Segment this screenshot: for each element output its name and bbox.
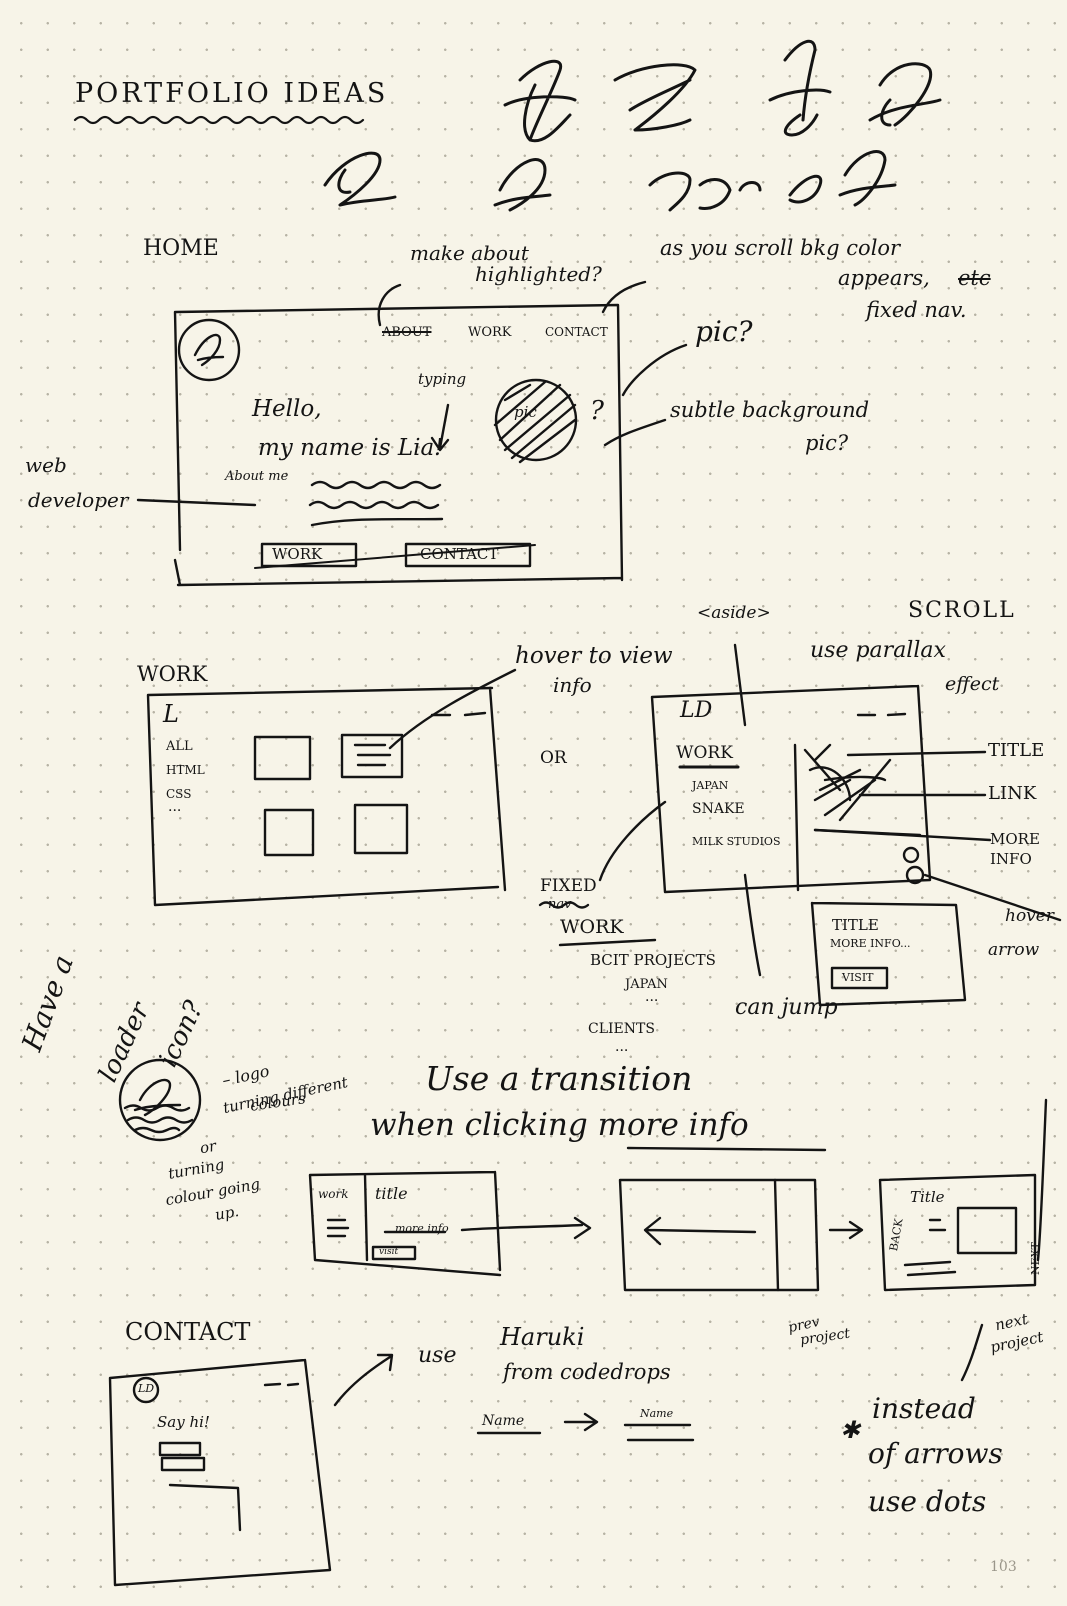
work-wireframe-grid [146,668,517,907]
work-wire2-label: WORK [676,743,733,763]
loader-logo-sketch [118,1058,827,1152]
work-filter-more: ... [168,799,182,815]
page-number: 103 [990,1559,1017,1575]
jump-clients: CLIENTS [588,1021,655,1037]
jump-japan: JAPAN [625,977,668,992]
work-heading: WORK [137,662,208,686]
work-filter-html: HTML [166,763,205,777]
t-wire-work: work [318,1187,349,1201]
note-haruki: Haruki [500,1323,585,1351]
wire-name: my name is Lia! [258,435,444,461]
card-visit: VISIT [842,971,874,984]
t-wire-visit: visit [379,1247,399,1257]
note-or-1: or [198,1136,218,1158]
note-parallax-2: effect [945,673,1000,695]
home-heading: HOME [143,236,219,261]
label-more-info: MORE INFO [990,830,1040,868]
note-hover-1: hover to view [515,643,673,669]
work-wire2-item-milk: MILK STUDIOS [692,835,781,848]
note-about-highlight-2: highlighted? [475,262,602,286]
note-pic: pic? [695,315,753,348]
title-wavy-underline [73,115,365,125]
contact-name-from: Name [482,1413,525,1429]
transition-heading-1: Use a transition [425,1059,693,1098]
note-web-1: web [25,453,67,477]
home-wireframe [136,280,688,587]
work-filter-css: CSS [166,787,192,801]
work-wire-logo: L [163,700,179,728]
note-dots-2: of arrows [868,1437,1003,1470]
label-hover: hover [1005,906,1054,926]
note-use: use [418,1343,457,1368]
work-wire2-logo: LD [680,698,713,723]
work-wire2-item-japan: JAPAN [692,779,729,792]
wire-question: ? [590,396,604,426]
wire-btn-work: WORK [272,545,323,563]
note-scroll-bg-2: appears, [838,266,930,290]
wire-pic-label: pic [514,403,537,421]
note-parallax-1: use parallax [810,638,946,663]
wire-hello: Hello, [252,396,322,422]
note-typing: typing [418,370,467,388]
note-dots-1: instead [872,1392,976,1425]
note-scroll-bg-3: fixed nav. [866,298,967,322]
note-scroll: SCROLL [908,598,1016,623]
card-more-info: MORE INFO... [830,937,911,950]
wire-nav-about: ABOUT [382,325,432,340]
t-wire-more-info: more info [395,1222,449,1235]
note-aside: <aside> [697,603,771,623]
card-title: TITLE [832,916,879,934]
note-star: ✱ [840,1416,861,1444]
note-can-jump: can jump [735,995,838,1020]
note-fixed-nav: nav [548,897,572,912]
logo-sketches [323,39,942,212]
contact-wire-say-hi: Say hi! [157,1413,210,1431]
t-wire-title: title [375,1184,408,1203]
note-subtle-bg-2: pic? [805,431,849,455]
note-scroll-bg-1: as you scroll bkg color [660,236,901,260]
work-filter-all: ALL [166,739,193,754]
jump-bcit: BCIT PROJECTS [590,951,716,969]
transition-heading-2: when clicking more info [370,1107,749,1143]
transition-wireframes [308,1098,1048,1382]
work-wireframe-list [538,643,1062,1007]
note-dots-3: use dots [868,1485,987,1518]
wire-nav-contact: CONTACT [545,325,608,339]
note-web-2: developer [28,488,129,512]
contact-wire-logo: LD [138,1382,155,1395]
note-about-highlight-1: make about [410,241,529,265]
note-scroll-bg-etc: etc [958,266,991,290]
contact-name-to: Name [640,1407,674,1420]
note-codedrops: from codedrops [503,1360,671,1384]
wire-btn-contact: CONTACT [420,545,499,563]
work-wire2-item-snake: SNAKE [692,801,745,817]
t-wire-title-3: Title [910,1188,945,1206]
note-fixed-work: WORK [560,916,624,938]
jump-dots-1: ... [645,989,659,1005]
note-hover-2: info [553,673,592,697]
note-subtle-bg-1: subtle background [670,398,870,422]
jump-dots-2: ... [615,1039,629,1055]
page-title: PORTFOLIO IDEAS [75,78,389,109]
wire-about-me: About me [225,469,289,484]
t-wire-next: NEXT [1029,1242,1042,1275]
note-fixed: FIXED [540,876,597,896]
contact-heading: CONTACT [125,1318,251,1346]
note-or-4: up. [213,1202,241,1224]
contact-wireframe [108,1353,695,1587]
wire-nav-work: WORK [468,325,512,340]
label-title: TITLE [988,740,1045,761]
label-arrow: arrow [988,940,1040,960]
label-link: LINK [988,783,1037,804]
note-or: OR [540,748,567,768]
